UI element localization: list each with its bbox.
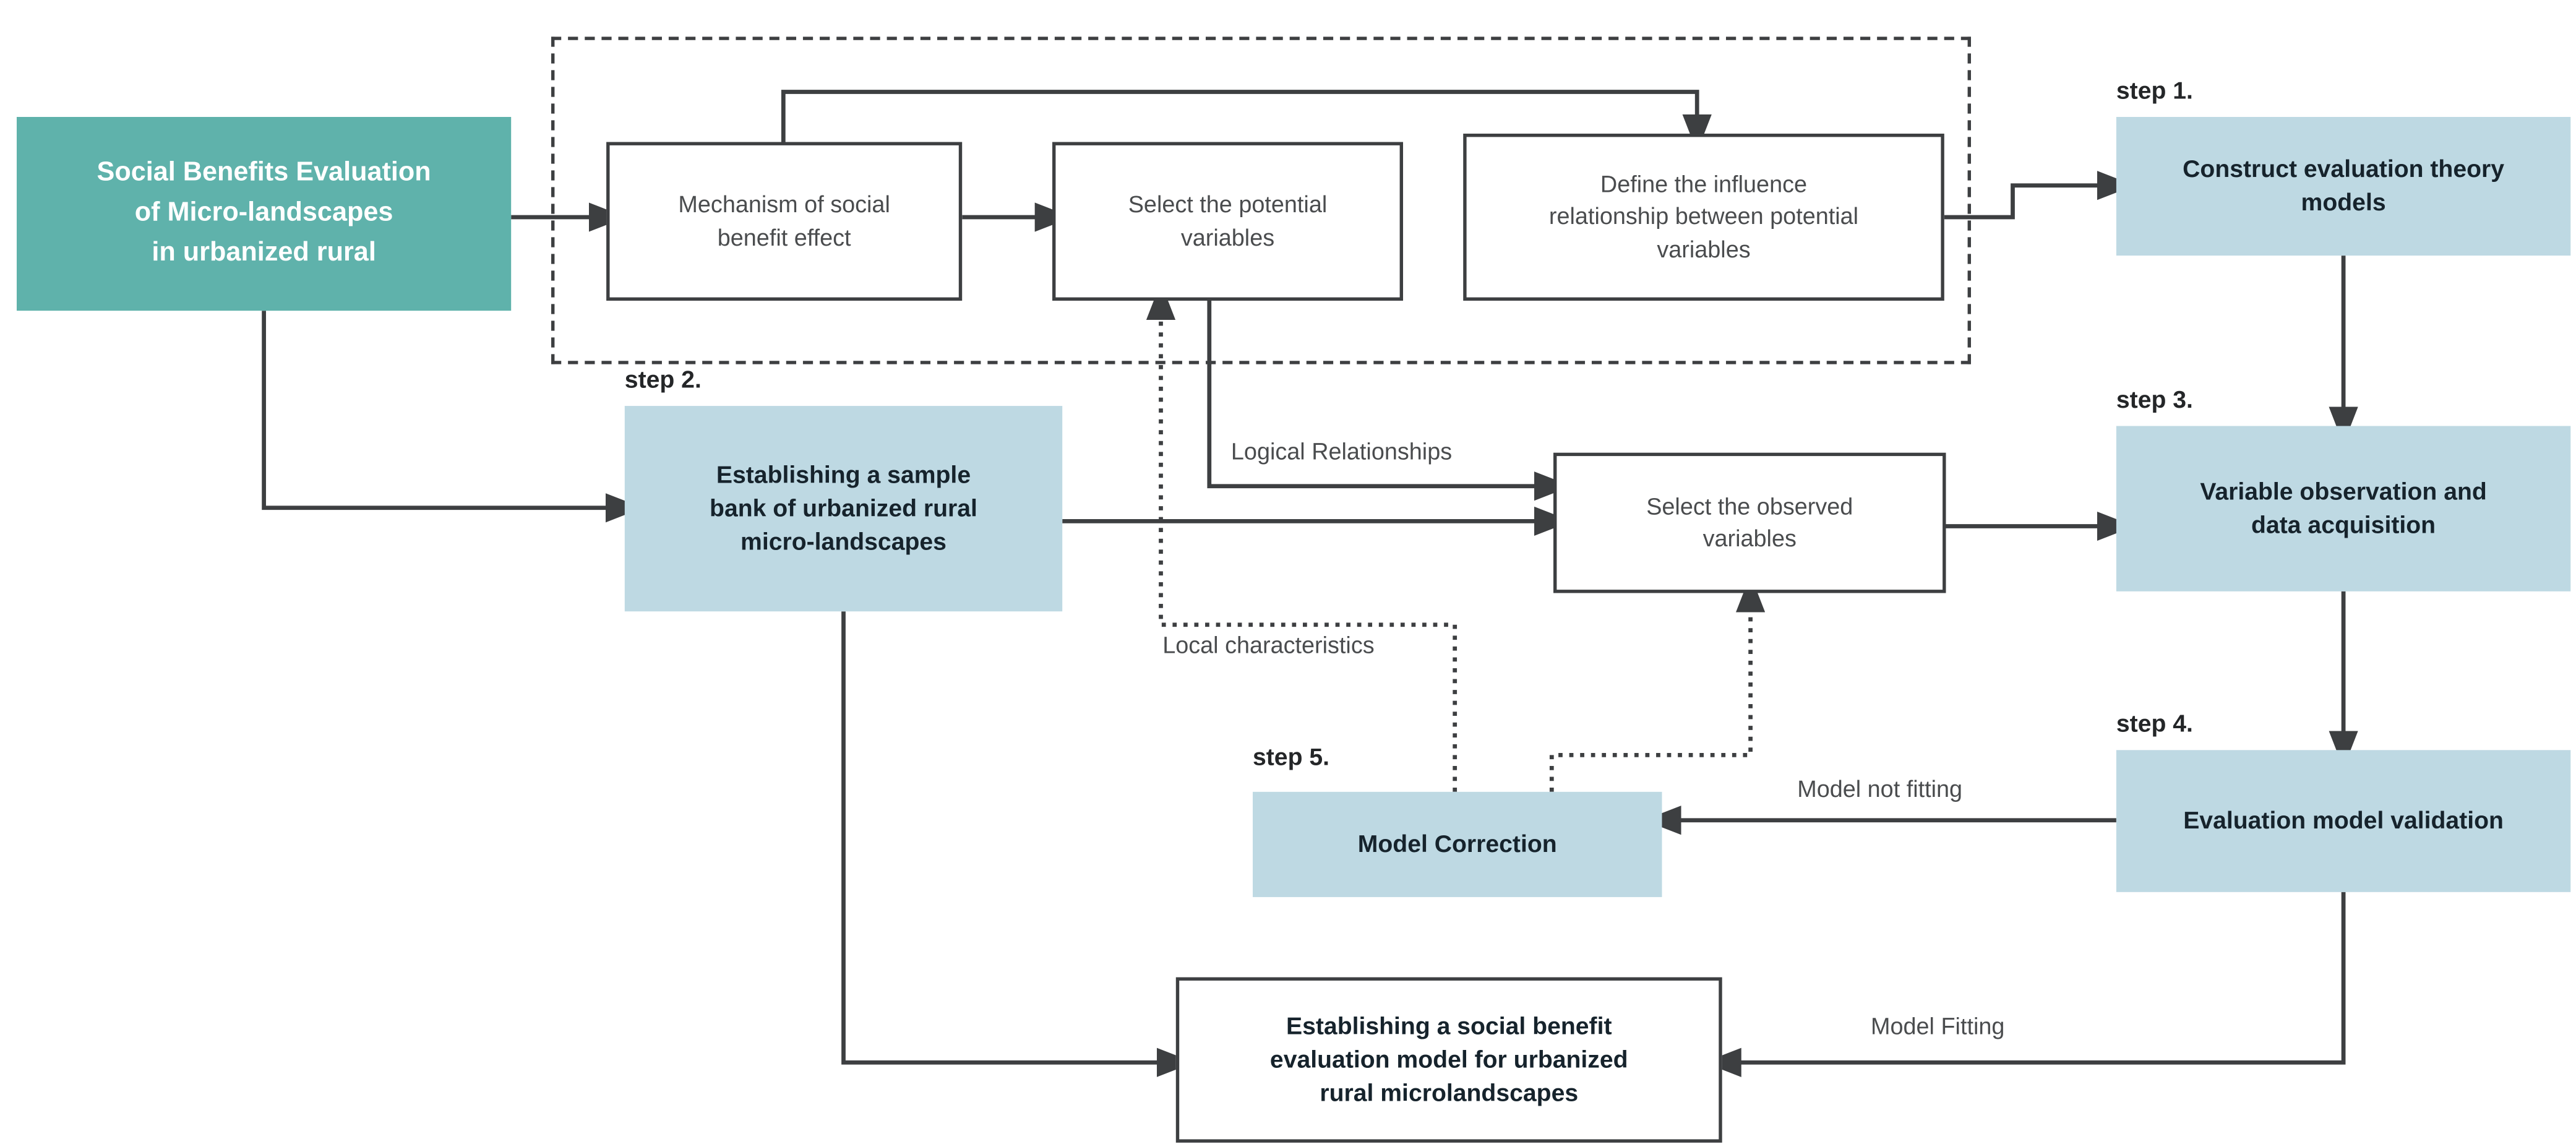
node-step2-sample-bank: Establishing a sample bank of urbanized … — [624, 406, 1063, 612]
step2-tag: step 2. — [624, 368, 702, 395]
theory-group-outline — [551, 37, 1971, 364]
step1-tag: step 1. — [2116, 78, 2193, 106]
node-select-potential-variables: Select the potential variables — [1052, 142, 1403, 301]
edge-step4-to-final-fitting — [1704, 892, 2346, 1077]
node-select-observed-variables: Select the observed variables — [1553, 452, 1946, 593]
step5-tag: step 5. — [1253, 745, 1330, 772]
node-step3-variable-observation: Variable observation and data acquisitio… — [2116, 426, 2571, 591]
node-define-influence-relationship: Define the influence relationship betwee… — [1463, 134, 1944, 301]
node-mechanism: Mechanism of social benefit effect — [606, 142, 963, 301]
node-step4-model-validation: Evaluation model validation — [2116, 750, 2571, 892]
node-root-topic: Social Benefits Evaluation of Micro-land… — [17, 117, 512, 311]
label-model-fitting: Model Fitting — [1871, 1012, 2005, 1039]
edge-step5-to-potential-dotted — [1146, 282, 1458, 792]
edge-step5-to-observed-dotted — [1549, 574, 1766, 792]
node-step1-construct-theory-models: Construct evaluation theory models — [2116, 117, 2571, 256]
node-step5-model-correction: Model Correction — [1253, 791, 1662, 897]
label-logical-relationships: Logical Relationships — [1230, 437, 1453, 465]
edge-mechanism-to-define-feedback — [781, 90, 1712, 152]
edge-step2-to-final — [841, 611, 1195, 1077]
label-model-not-fitting: Model not fitting — [1797, 775, 1963, 802]
edge-define-to-step1 — [1944, 171, 2135, 220]
label-local-characteristics: Local characteristics — [1162, 631, 1375, 658]
step4-tag: step 4. — [2116, 712, 2193, 739]
step3-tag: step 3. — [2116, 387, 2193, 415]
edge-root-to-step2 — [262, 311, 643, 523]
node-final-evaluation-model: Establishing a social benefit evaluation… — [1175, 977, 1722, 1143]
